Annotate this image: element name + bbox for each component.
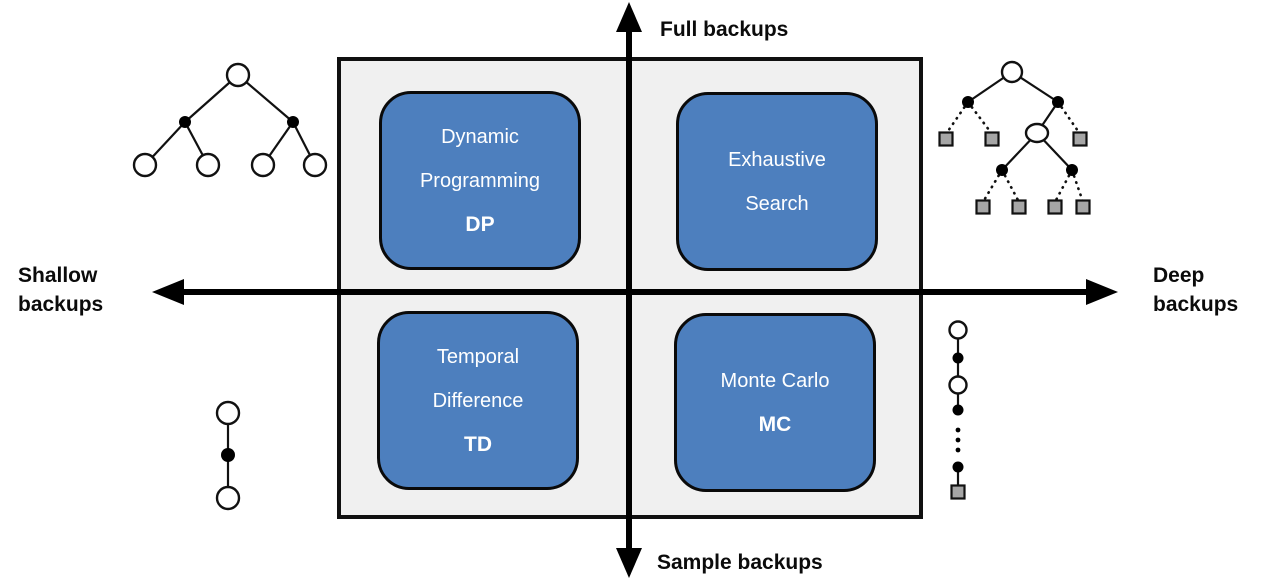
quadrant-mc-line1: Monte Carlo [720,369,830,392]
axis-label-shallow-backups: Shallow backups [18,261,103,319]
arrow-left-icon [152,279,184,305]
axis-label-deep-line2: backups [1153,293,1239,316]
quadrant-dp-line2: Programming [419,169,541,192]
quadrant-td-abbr: TD [464,432,492,456]
quadrant-monte-carlo: Monte Carlo MC [674,313,876,492]
axis-label-deep-backups: Deep backups [1153,261,1238,319]
mc-backup-chain-icon [948,320,968,500]
quadrant-td-line2: Difference [432,389,524,412]
axis-label-deep-line1: Deep [1153,264,1205,287]
dp-backup-tree-icon [132,62,328,178]
quadrant-exhaustive-search: Exhaustive Search [676,92,878,271]
axis-label-full-backups: Full backups [660,18,789,41]
axis-label-sample-backups: Sample backups [657,551,823,574]
axis-label-shallow-line2: backups [18,293,104,316]
quadrant-dp-abbr: DP [465,212,495,236]
quadrant-td-line1: Temporal [436,345,520,368]
quadrant-dynamic-programming: Dynamic Programming DP [379,91,581,270]
arrow-down-icon [616,548,642,578]
quadrant-temporal-difference: Temporal Difference TD [377,311,579,490]
quadrant-exhaustive-line2: Search [745,192,809,215]
td-backup-chain-icon [215,400,241,511]
quadrant-mc-abbr: MC [758,412,792,436]
axis-label-shallow-line1: Shallow [18,264,98,287]
arrow-right-icon [1086,279,1118,305]
exhaustive-search-tree-icon [938,60,1091,215]
quadrant-exhaustive-line1: Exhaustive [728,148,826,171]
arrow-up-icon [616,2,642,32]
quadrant-dp-line1: Dynamic [441,125,519,148]
